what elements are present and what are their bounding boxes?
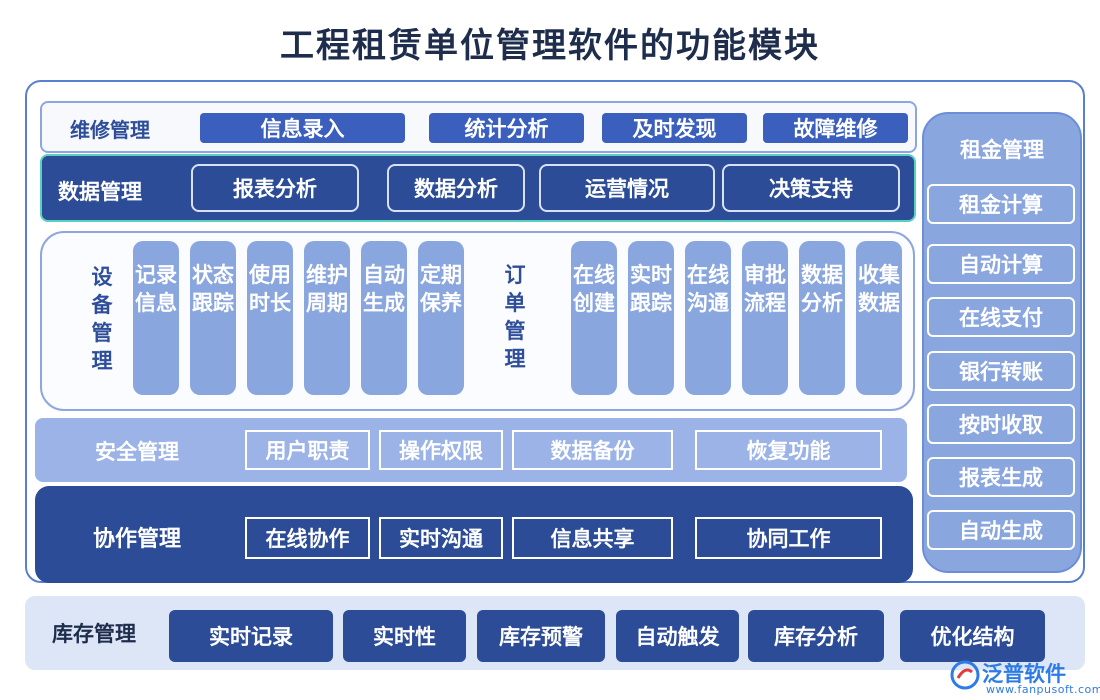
rent-item-3: 在线支付 <box>927 297 1075 337</box>
security-label: 安全管理 <box>95 439 179 464</box>
equipment-item-3: 使用时长 <box>247 241 293 395</box>
order-item-3: 在线沟通 <box>685 241 731 395</box>
collaboration-item-1: 在线协作 <box>245 517 370 559</box>
inventory-item-2: 实时性 <box>343 610 466 662</box>
collaboration-row: 协作管理 在线协作 实时沟通 信息共享 协同工作 <box>35 486 913 583</box>
data-management-item-1: 报表分析 <box>191 164 359 212</box>
order-item-4: 审批流程 <box>742 241 788 395</box>
order-item-5: 数据分析 <box>799 241 845 395</box>
rent-item-4: 银行转账 <box>927 351 1075 391</box>
collaboration-item-3: 信息共享 <box>512 517 673 559</box>
equipment-item-2: 状态跟踪 <box>190 241 236 395</box>
maintenance-item-3: 及时发现 <box>602 113 747 143</box>
inventory-label: 库存管理 <box>52 621 136 646</box>
inventory-item-4: 自动触发 <box>616 610 739 662</box>
maintenance-row: 维修管理 信息录入 统计分析 及时发现 故障维修 <box>40 101 917 153</box>
equipment-label: 设备管理 <box>91 264 113 373</box>
order-item-2: 实时跟踪 <box>628 241 674 395</box>
security-item-2: 操作权限 <box>379 430 503 470</box>
rent-item-7: 自动生成 <box>927 510 1075 550</box>
order-label: 订单管理 <box>504 262 526 371</box>
watermark: 泛普软件 www.fanpusoft.com <box>950 658 1100 696</box>
data-management-item-4: 决策支持 <box>722 164 900 212</box>
inventory-item-3: 库存预警 <box>477 610 605 662</box>
fanpu-logo-icon <box>950 660 980 690</box>
maintenance-item-4: 故障维修 <box>763 113 908 143</box>
page-title: 工程租赁单位管理软件的功能模块 <box>280 26 820 66</box>
rent-item-2: 自动计算 <box>927 244 1075 284</box>
data-management-item-3: 运营情况 <box>539 164 715 212</box>
rent-column: 租金管理 租金计算 自动计算 在线支付 银行转账 按时收取 报表生成 自动生成 <box>922 112 1082 573</box>
security-item-4: 恢复功能 <box>695 430 882 470</box>
order-item-1: 在线创建 <box>571 241 617 395</box>
inventory-item-5: 库存分析 <box>748 610 884 662</box>
maintenance-item-2: 统计分析 <box>429 113 584 143</box>
rent-item-1: 租金计算 <box>927 184 1075 224</box>
collaboration-label: 协作管理 <box>93 526 182 552</box>
inventory-row: 库存管理 实时记录 实时性 库存预警 自动触发 库存分析 优化结构 <box>25 596 1085 670</box>
collaboration-item-2: 实时沟通 <box>379 517 503 559</box>
watermark-url: www.fanpusoft.com <box>986 683 1100 696</box>
rent-label: 租金管理 <box>960 137 1044 162</box>
data-management-item-2: 数据分析 <box>387 164 525 212</box>
rent-item-6: 报表生成 <box>927 457 1075 497</box>
security-row: 安全管理 用户职责 操作权限 数据备份 恢复功能 <box>35 418 907 482</box>
data-management-row: 数据管理 报表分析 数据分析 运营情况 决策支持 <box>40 154 916 222</box>
collaboration-item-4: 协同工作 <box>695 517 882 559</box>
data-management-label: 数据管理 <box>58 179 142 204</box>
watermark-name: 泛普软件 <box>982 662 1066 686</box>
maintenance-label: 维修管理 <box>70 118 150 142</box>
inventory-item-6: 优化结构 <box>900 610 1045 662</box>
rent-item-5: 按时收取 <box>927 404 1075 444</box>
equipment-order-row: 设备管理 记录信息 状态跟踪 使用时长 维护周期 自动生成 定期保养 订单管理 … <box>40 231 915 411</box>
equipment-item-4: 维护周期 <box>304 241 350 395</box>
inventory-item-1: 实时记录 <box>169 610 333 662</box>
equipment-item-1: 记录信息 <box>133 241 179 395</box>
order-item-6: 收集数据 <box>856 241 902 395</box>
equipment-item-5: 自动生成 <box>361 241 407 395</box>
security-item-3: 数据备份 <box>512 430 673 470</box>
maintenance-item-1: 信息录入 <box>200 113 405 143</box>
equipment-item-6: 定期保养 <box>418 241 464 395</box>
security-item-1: 用户职责 <box>245 430 370 470</box>
